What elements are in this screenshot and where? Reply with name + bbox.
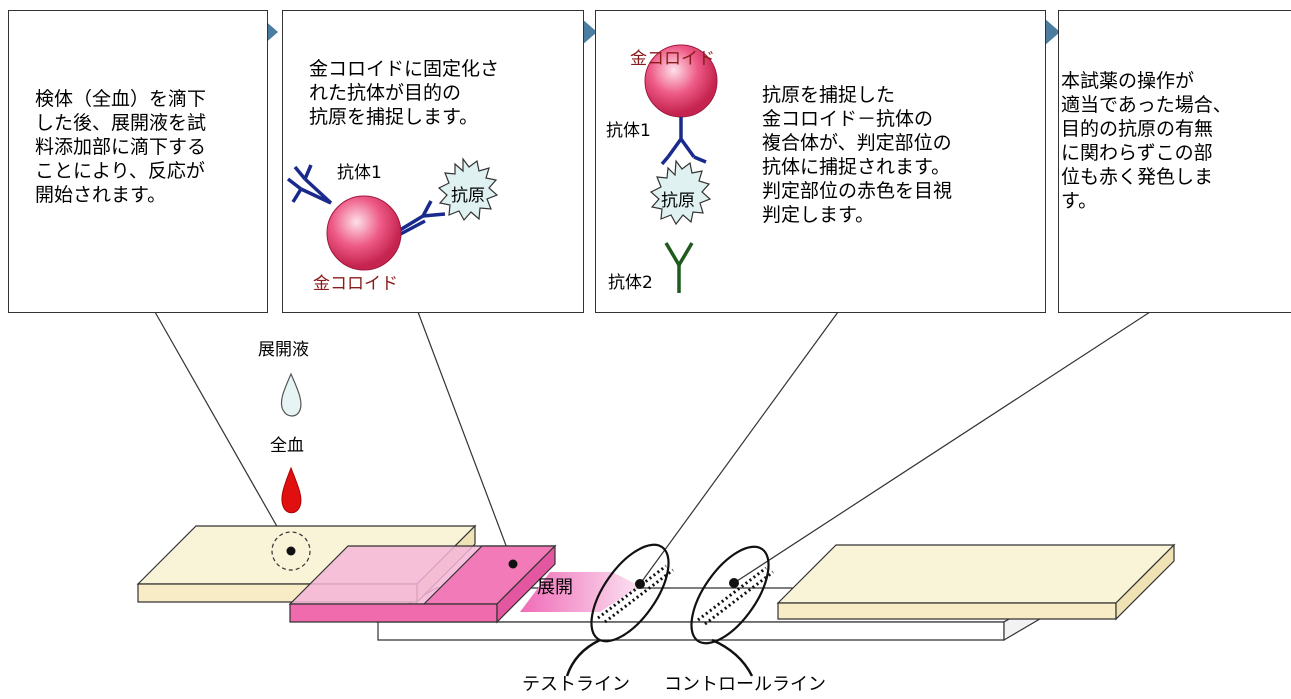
gold-colloid-icon bbox=[326, 195, 402, 271]
control-line-pointer bbox=[711, 638, 754, 677]
test-line-zone bbox=[590, 543, 674, 643]
step-3-text: 抗原を捕捉した 金コロイド－抗体の 複合体が、判定部位の 抗体に捕捉されます。 … bbox=[762, 84, 953, 226]
blood-drop-icon bbox=[281, 466, 302, 514]
buffer-label: 展開液 bbox=[258, 340, 309, 360]
leader-line-4 bbox=[733, 311, 1151, 584]
sample-dot bbox=[286, 546, 296, 556]
control-line-zone bbox=[690, 545, 774, 645]
step-4-text: 本試薬の操作が 適当であった場合、 目的の抗原の有無 に関わらずこの部 位も赤く… bbox=[1061, 70, 1232, 212]
development-area bbox=[520, 572, 640, 612]
development-label: 展開 bbox=[537, 577, 573, 598]
sandwich-illustration bbox=[644, 44, 718, 293]
conjugate-dot bbox=[508, 559, 518, 569]
step-1-text: 検体（全血）を滴下 した後、展開液を試 料添加部に滴下する ことにより、反応が … bbox=[35, 88, 207, 206]
antibody-2-icon bbox=[664, 242, 694, 293]
antibody-1b-icon bbox=[394, 200, 446, 239]
conjugate-pad bbox=[288, 544, 557, 624]
sample-application-circle bbox=[271, 531, 311, 571]
leader-line-3 bbox=[639, 311, 839, 585]
step-box-2: 金コロイドに固定化さ れた抗体が目的の 抗原を捕捉します。 抗体1 抗原 金コロ… bbox=[282, 10, 584, 313]
step-box-1: 検体（全血）を滴下 した後、展開液を試 料添加部に滴下する ことにより、反応が … bbox=[8, 10, 268, 313]
antigen-icon bbox=[437, 157, 499, 222]
gold-colloid-label-2: 金コロイド bbox=[630, 49, 715, 69]
leader-line-2 bbox=[417, 311, 514, 565]
antigen-label: 抗原 bbox=[451, 186, 485, 206]
antibody-1-label-2: 抗体1 bbox=[606, 121, 651, 141]
step-box-3: 抗原を捕捉した 金コロイド－抗体の 複合体が、判定部位の 抗体に捕捉されます。 … bbox=[595, 10, 1046, 313]
antibody-1-icon bbox=[286, 164, 333, 205]
antigen-label-2: 抗原 bbox=[661, 191, 695, 211]
step-2-text: 金コロイドに固定化さ れた抗体が目的の 抗原を捕捉します。 bbox=[309, 58, 500, 128]
leader-line-1 bbox=[154, 311, 292, 552]
control-line-label: コントロールライン bbox=[664, 674, 826, 695]
whole-blood-label: 全血 bbox=[270, 436, 304, 456]
antibody-1-label: 抗体1 bbox=[337, 163, 382, 183]
conjugate-illustration bbox=[286, 157, 499, 271]
gold-colloid-label: 金コロイド bbox=[313, 274, 398, 294]
test-line-pointer bbox=[565, 638, 601, 677]
step-box-4: 本試薬の操作が 適当であった場合、 目的の抗原の有無 に関わらずこの部 位も赤く… bbox=[1058, 10, 1291, 313]
buffer-drop-icon bbox=[280, 372, 302, 417]
antibody-2-label: 抗体2 bbox=[608, 273, 653, 293]
antibody-1-icon-2 bbox=[660, 117, 707, 166]
test-line-label: テストライン bbox=[522, 674, 630, 695]
antigen-icon-2 bbox=[649, 159, 712, 226]
absorbent-pad bbox=[776, 543, 1176, 621]
